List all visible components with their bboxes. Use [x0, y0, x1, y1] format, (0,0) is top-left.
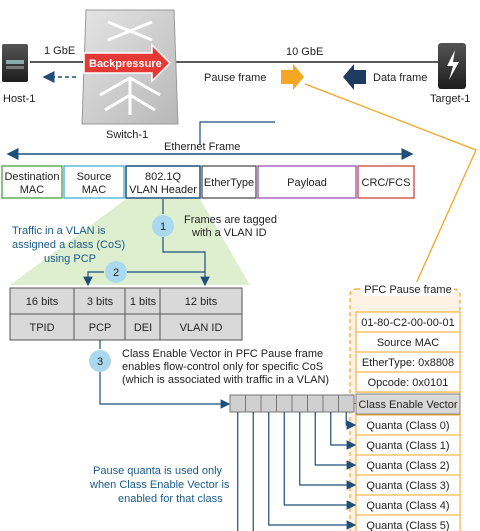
pfc-fields [355, 311, 461, 415]
field-source-mac-l2: MAC [82, 184, 107, 196]
ethernet-frame-title: Ethernet Frame [164, 141, 240, 153]
quanta-label: Quanta (Class 3) [366, 480, 449, 492]
step3-text-l3: (which is associated with traffic in a V… [122, 374, 329, 386]
switch-label: Switch-1 [106, 129, 148, 141]
quanta-note-l1: Pause quanta is used only [93, 465, 223, 477]
pfc-field-dest: 01-80-C2-00-00-01 [361, 317, 455, 329]
class-enable-bit [338, 394, 355, 413]
field-crc-label: CRC/FCS [362, 177, 411, 189]
quanta-route-line [299, 412, 357, 490]
field-crc [357, 165, 415, 199]
host-label: Host-1 [3, 93, 35, 105]
backpressure-arrow [83, 43, 172, 83]
quanta-group: Quanta (Class 0) Quanta (Class 1) Quanta (… [237, 412, 461, 531]
vlan-name-dei: DEI [134, 322, 152, 334]
class-enable-bit [229, 394, 246, 413]
quanta-route-line [283, 412, 357, 510]
link-left-label: 1 GbE [44, 45, 75, 57]
step2-number: 2 [113, 267, 119, 279]
quanta-route-line [330, 412, 357, 450]
vlan-name-vlanid: VLAN ID [180, 322, 223, 334]
vlan-bits-bg [9, 287, 243, 315]
quanta-label: Quanta (Class 1) [366, 440, 449, 452]
field-ethertype-label: EtherType [204, 177, 254, 189]
step1-badge [152, 215, 174, 237]
class-enable-bits [229, 394, 356, 413]
field-vlan-l2: VLAN Header [129, 184, 197, 196]
vlan-expansion-shape [10, 199, 250, 285]
backpressure-label: Backpressure [89, 58, 162, 70]
quanta-note-l3: enabled for that class [118, 493, 223, 505]
step2-badge [105, 261, 127, 283]
vlan-header-table [9, 287, 243, 341]
pause-frame-label: Pause frame [204, 72, 266, 84]
field-vlan-l1: 802.1Q [145, 171, 182, 183]
pfc-field-opcode: Opcode: 0x0101 [368, 377, 449, 389]
host-device-icon [2, 44, 28, 82]
vlan-bits-pcp: 3 bits [87, 296, 114, 308]
pfc-title-bg [362, 282, 454, 296]
step3-badge [89, 350, 111, 372]
class-enable-bit [260, 394, 277, 413]
class-enable-bit [322, 394, 339, 413]
step2-left-arrow [83, 271, 104, 287]
pfc-field-cev: Class Enable Vector [358, 399, 457, 411]
pause-frame-arrow [281, 64, 304, 90]
data-frame-label: Data frame [373, 72, 427, 84]
field-dest-mac [1, 165, 63, 199]
class-enable-bit [245, 394, 262, 413]
step3-text-l1: Class Enable Vector in PFC Pause frame [122, 348, 323, 360]
quanta-route-line [268, 412, 357, 530]
pfc-field-src: Source MAC [377, 337, 439, 349]
quanta-label: Quanta (Class 2) [366, 460, 449, 472]
step3-number: 3 [97, 356, 103, 368]
data-frame-arrow [343, 64, 366, 90]
quanta-route-line [314, 412, 357, 470]
vlan-name-pcp: PCP [89, 322, 112, 334]
step1-number: 1 [160, 221, 166, 233]
step1-text-l1: Frames are tagged [184, 214, 277, 226]
quanta-note-l2: when Class Enable Vector is [89, 479, 230, 491]
class-enable-bit [307, 394, 324, 413]
vlan-note-l3: using PCP [44, 253, 96, 265]
ethernet-frame [1, 165, 415, 199]
step3-text-l2: enables flow-control only for specific C… [122, 361, 323, 373]
quanta-label: Quanta (Class 5) [366, 520, 449, 531]
quanta-label: Quanta (Class 4) [366, 500, 449, 512]
vlan-note-l2: assigned a class (CoS) [12, 239, 125, 251]
field-payload-label: Payload [287, 177, 327, 189]
field-source-mac-l1: Source [77, 171, 112, 183]
pfc-connector-line [304, 83, 477, 289]
field-ethertype [201, 165, 257, 199]
field-dest-mac-l2: MAC [20, 184, 45, 196]
target-device-icon [438, 43, 466, 89]
link-right-label: 10 GbE [286, 46, 323, 58]
field-source-mac [63, 165, 125, 199]
class-enable-bit [291, 394, 308, 413]
target-label: Target-1 [430, 93, 470, 105]
step3-arrow [99, 372, 231, 409]
vlan-note-l1: Traffic in a VLAN is [12, 225, 106, 237]
step1-arrow [162, 237, 210, 287]
frame-bracket-line [199, 121, 275, 145]
quanta-label: Quanta (Class 0) [366, 420, 449, 432]
vlan-bits-tpid: 16 bits [26, 296, 59, 308]
step1-text-l2: with a VLAN ID [191, 227, 267, 239]
field-vlan-header [125, 165, 201, 199]
vlan-names-bg [9, 313, 243, 341]
vlan-bits-vlanid: 12 bits [185, 296, 218, 308]
class-enable-bit [276, 394, 293, 413]
pfc-field-ethertype: EtherType: 0x8808 [362, 357, 454, 369]
vlan-name-tpid: TPID [29, 322, 54, 334]
pfc-title: PFC Pause frame [364, 284, 451, 296]
field-dest-mac-l1: Destination [4, 171, 59, 183]
vlan-bits-dei: 1 bits [130, 296, 157, 308]
pfc-field-box [355, 371, 461, 393]
field-payload [257, 165, 357, 199]
quanta-route-line [345, 412, 357, 430]
